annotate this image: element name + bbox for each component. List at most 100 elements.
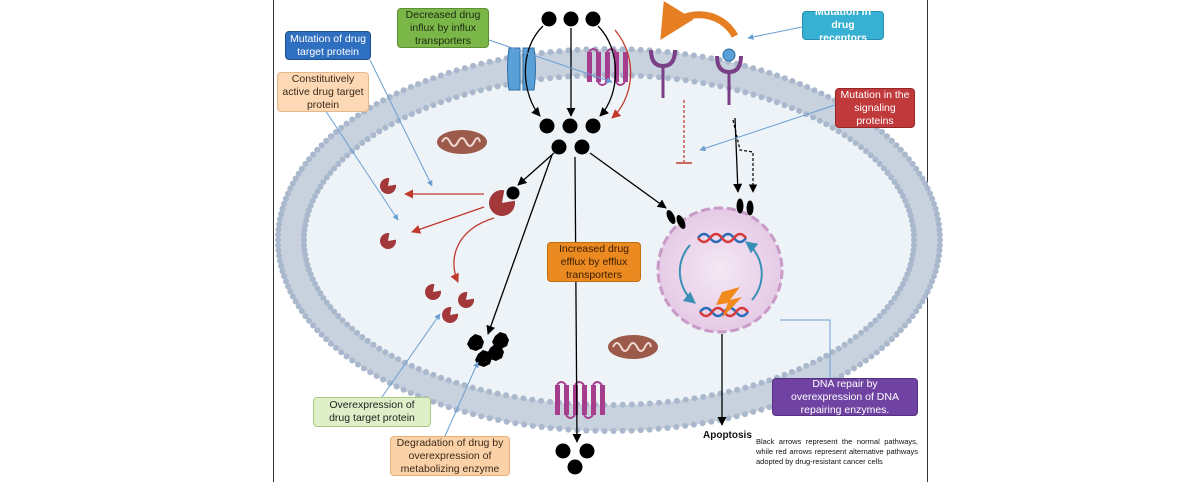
membrane-lipid-head xyxy=(913,308,920,315)
membrane-lipid-head xyxy=(445,377,452,384)
membrane-lipid-head xyxy=(900,193,906,200)
membrane-lipid-head xyxy=(277,216,283,223)
membrane-lipid-head xyxy=(811,87,818,94)
drug-molecule-icon xyxy=(541,11,557,27)
membrane-lipid-head xyxy=(277,257,283,264)
membrane-lipid-head xyxy=(306,317,313,324)
membrane-lipid-head xyxy=(388,121,395,128)
membrane-lipid-head xyxy=(335,161,342,167)
membrane-lipid-head xyxy=(415,108,422,114)
degraded-drug-cluster xyxy=(467,332,509,367)
mitochondrion-icon xyxy=(608,335,658,359)
membrane-lipid-head xyxy=(911,237,917,243)
membrane-lipid-head xyxy=(708,81,715,88)
membrane-lipid-head xyxy=(298,165,305,172)
membrane-lipid-head xyxy=(758,406,765,413)
membrane-lipid-head xyxy=(788,105,795,111)
membrane-lipid-head xyxy=(281,273,287,280)
membrane-lipid-head xyxy=(916,170,923,177)
label-constitutively-active: Constitutively active drug target protei… xyxy=(277,72,369,112)
label-degradation: Degradation of drug by overexpression of… xyxy=(390,436,510,476)
membrane-lipid-head xyxy=(278,263,285,269)
membrane-lipid-head xyxy=(386,380,393,387)
membrane-lipid-head xyxy=(906,207,913,214)
membrane-lipid-head xyxy=(628,72,635,79)
membrane-lipid-head xyxy=(725,415,732,422)
membrane-lipid-head xyxy=(758,94,765,101)
membrane-lipid-head xyxy=(285,283,291,290)
membrane-lipid-head xyxy=(323,174,330,181)
membrane-lipid-head xyxy=(305,266,312,273)
membrane-lipid-head xyxy=(355,112,361,119)
membrane-lipid-head xyxy=(908,256,915,263)
label-mutation-receptors: Mutation in drug receptors xyxy=(802,6,884,44)
membrane-lipid-head xyxy=(916,303,923,310)
membrane-lipid-head xyxy=(349,116,356,123)
membrane-lipid-head xyxy=(932,205,939,212)
membrane-lipid-head xyxy=(547,425,554,431)
membrane-lipid-head xyxy=(708,418,715,425)
membrane-lipid-head xyxy=(804,84,811,90)
membrane-lipid-head xyxy=(511,393,518,400)
membrane-lipid-head xyxy=(565,426,572,433)
membrane-lipid-head xyxy=(538,76,545,83)
drug-molecule-icon xyxy=(567,459,583,475)
membrane-lipid-head xyxy=(312,193,318,200)
membrane-lipid-head xyxy=(700,80,707,87)
membrane-lipid-head xyxy=(664,425,671,431)
membrane-lipid-head xyxy=(303,217,310,224)
membrane-lipid-head xyxy=(344,152,351,159)
membrane-lipid-head xyxy=(910,227,917,234)
membrane-lipid-head xyxy=(897,285,904,292)
membrane-lipid-head xyxy=(295,170,302,177)
membrane-lipid-head xyxy=(742,384,749,391)
membrane-lipid-head xyxy=(438,99,444,106)
membrane-lipid-head xyxy=(486,415,493,422)
membrane-lipid-head xyxy=(401,114,408,121)
membrane-lipid-head xyxy=(905,317,912,324)
drug-molecule-icon xyxy=(585,118,601,134)
membrane-lipid-head xyxy=(388,352,395,359)
membrane-lipid-head xyxy=(486,388,493,395)
membrane-lipid-head xyxy=(936,226,943,233)
membrane-lipid-head xyxy=(818,90,825,97)
membrane-lipid-head xyxy=(852,334,859,340)
membrane-lipid-head xyxy=(503,418,510,425)
membrane-lipid-head xyxy=(708,392,715,399)
membrane-lipid-head xyxy=(927,283,933,290)
membrane-lipid-head xyxy=(407,390,414,396)
membrane-lipid-head xyxy=(758,379,765,386)
membrane-lipid-head xyxy=(803,362,810,369)
membrane-lipid-head xyxy=(494,390,501,397)
membrane-lipid-head xyxy=(327,304,334,311)
membrane-lipid-head xyxy=(655,425,662,432)
membrane-lipid-head xyxy=(904,271,911,278)
membrane-lipid-head xyxy=(838,373,845,379)
membrane-lipid-head xyxy=(529,396,536,403)
label-mutation-signaling: Mutation in the signaling proteins xyxy=(835,88,915,128)
target-proteins xyxy=(380,177,516,323)
membrane-lipid-head xyxy=(637,72,644,79)
membrane-lipid-head xyxy=(289,293,296,300)
membrane-lipid-head xyxy=(328,133,334,140)
membrane-lipid-head xyxy=(382,124,389,131)
membrane-lipid-head xyxy=(646,73,653,80)
membrane-lipid-head xyxy=(344,321,351,328)
membrane-lipid-head xyxy=(894,290,901,297)
membrane-lipid-head xyxy=(423,369,430,375)
membrane-lipid-head xyxy=(292,298,299,305)
membrane-lipid-head xyxy=(901,151,908,158)
legend-note: Black arrows represent the normal pathwa… xyxy=(756,437,918,466)
membrane-lipid-head xyxy=(935,221,942,228)
membrane-lipid-head xyxy=(929,278,936,285)
membrane-lipid-head xyxy=(289,180,296,187)
membrane-lipid-head xyxy=(323,137,330,144)
membrane-lipid-head xyxy=(699,420,706,427)
drug-molecule-icon xyxy=(551,139,567,155)
membrane-lipid-head xyxy=(897,188,904,195)
membrane-lipid-head xyxy=(637,46,644,53)
membrane-lipid-head xyxy=(400,87,407,94)
left-frame-border xyxy=(273,0,274,482)
membrane-lipid-head xyxy=(282,195,289,202)
membrane-lipid-head xyxy=(893,331,900,338)
